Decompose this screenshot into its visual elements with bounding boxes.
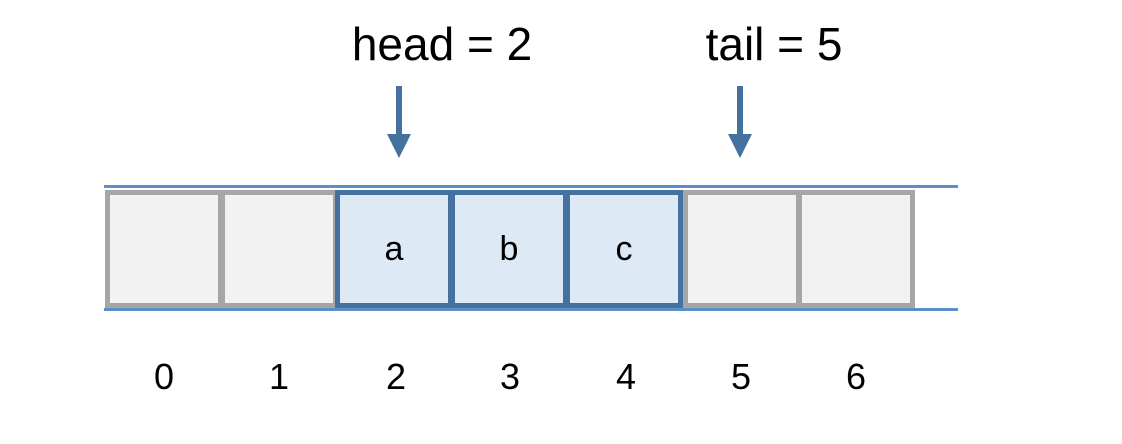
buffer-cell-5 (683, 190, 801, 308)
head-pointer-label: head = 2 (351, 18, 533, 70)
tail-arrow-icon (728, 86, 752, 158)
buffer-bottom-rail (104, 308, 958, 311)
index-label-2: 2 (385, 356, 407, 397)
buffer-top-rail (104, 185, 958, 188)
head-arrow-icon (387, 86, 411, 158)
index-label-3: 3 (499, 356, 521, 397)
tail-pointer-label: tail = 5 (705, 18, 843, 70)
buffer-cell-1 (220, 190, 338, 308)
index-label-6: 6 (845, 356, 867, 397)
buffer-cell-3: b (450, 190, 568, 308)
index-label-0: 0 (153, 356, 175, 397)
index-label-5: 5 (730, 356, 752, 397)
buffer-cell-6 (797, 190, 915, 308)
index-label-1: 1 (268, 356, 290, 397)
index-label-4: 4 (615, 356, 637, 397)
buffer-cell-0 (105, 190, 223, 308)
buffer-cell-4: c (565, 190, 683, 308)
buffer-cell-2: a (335, 190, 453, 308)
